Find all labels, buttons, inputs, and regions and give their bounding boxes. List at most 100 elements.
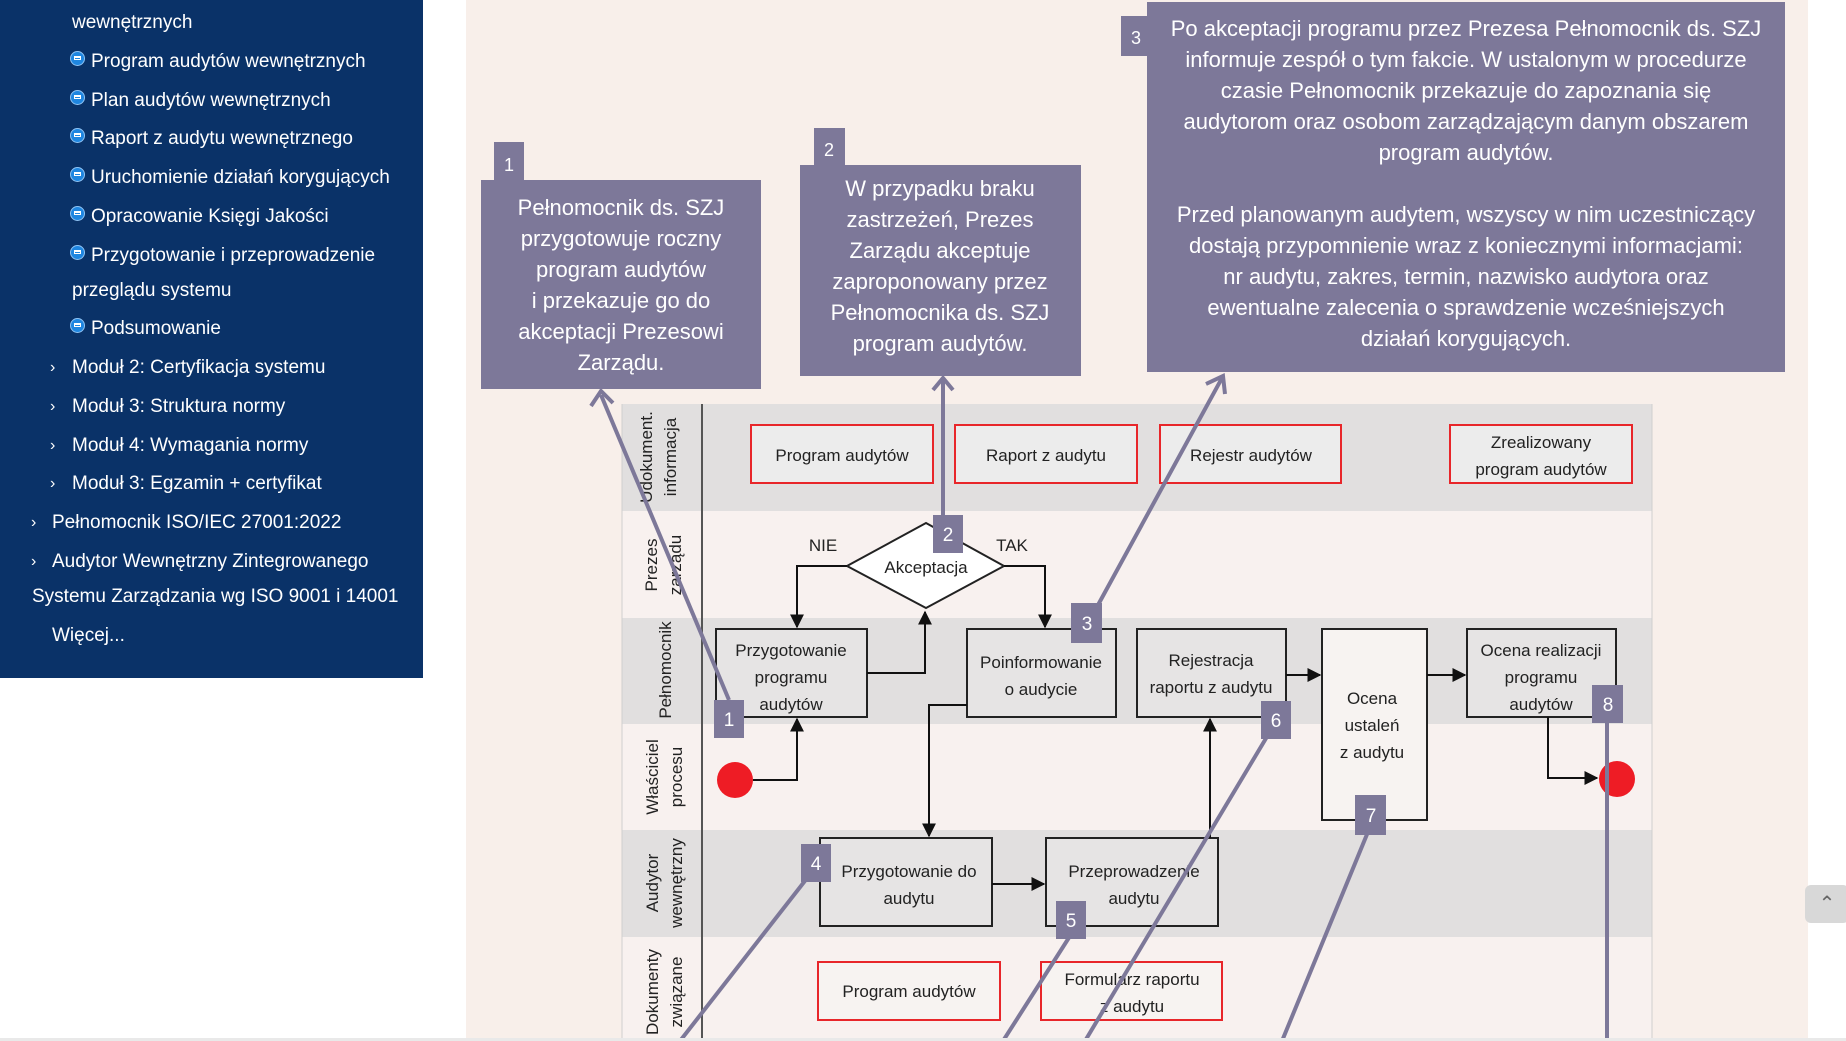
document-label: Program audytów (842, 982, 976, 1001)
sidebar-item-label: Moduł 3: Struktura normy (72, 396, 286, 417)
step-marker-number: 1 (724, 710, 735, 731)
svg-text:działań korygujących.: działań korygujących. (1361, 326, 1571, 351)
sidebar-lesson-raport[interactable]: Raport z audytu wewnętrznego (70, 128, 353, 150)
step-marker (1261, 701, 1291, 739)
document-box (954, 424, 1138, 484)
sidebar-more-link[interactable]: Więcej... (52, 625, 125, 647)
chevron-right-icon: › (50, 437, 56, 454)
chevron-right-icon: › (31, 514, 37, 531)
sidebar-lesson-plan[interactable]: Plan audytów wewnętrznych (70, 90, 331, 112)
callout-number: 1 (504, 155, 514, 175)
task-label: audytu (883, 889, 934, 908)
document-label: program audytów (1475, 460, 1607, 479)
svg-text:Zarządu akceptuje: Zarządu akceptuje (850, 238, 1031, 263)
lesson-icon (70, 206, 85, 221)
task-label: Rejestracja (1168, 651, 1254, 670)
document-label: z audytu (1100, 997, 1164, 1016)
callout-box-3 (1147, 2, 1785, 372)
callout-text-1: Pełnomocnik ds. SZJ przygotowuje roczny … (518, 195, 725, 375)
step-markers: 1 2 3 4 5 6 7 8 (714, 515, 1623, 939)
decision-gateway: Akceptacja NIE TAK (809, 521, 1029, 610)
svg-text:program audytów: program audytów (536, 257, 706, 282)
task-label: z audytu (1340, 743, 1404, 762)
document-label: Rejestr audytów (1190, 446, 1313, 465)
task-label: Poinformowanie (980, 653, 1102, 672)
lesson-icon (70, 90, 85, 105)
sidebar-item[interactable]: wewnętrznych (72, 12, 192, 34)
scroll-to-top-button[interactable]: ⌃ (1805, 885, 1846, 923)
sidebar-module-3[interactable]: › Moduł 3: Struktura normy (50, 396, 286, 418)
sidebar-item-label: Więcej... (52, 625, 125, 646)
step-marker (801, 844, 831, 882)
sidebar-item-label: Moduł 2: Certyfikacja systemu (72, 357, 326, 378)
chevron-right-icon: › (50, 359, 56, 376)
document-box (1040, 961, 1223, 1021)
sidebar-module-2[interactable]: › Moduł 2: Certyfikacja systemu (50, 357, 326, 379)
chevron-up-icon: ⌃ (1818, 893, 1836, 915)
task-label: audytów (759, 695, 823, 714)
task-box (1321, 628, 1428, 821)
svg-text:audytorom oraz osobom zarządza: audytorom oraz osobom zarządzającym dany… (1184, 109, 1749, 134)
callout-tab-2 (814, 128, 845, 165)
task-box (966, 628, 1117, 718)
lane-bg (622, 724, 1652, 830)
svg-text:nr audytu, zakres, termin, naz: nr audytu, zakres, termin, nazwisko audy… (1223, 264, 1708, 289)
document-label: Raport z audytu (986, 446, 1106, 465)
task-box (819, 837, 993, 927)
sidebar-lesson-podsumowanie[interactable]: Podsumowanie (70, 318, 221, 340)
sidebar-item-label: Przygotowanie i przeprowadzenie (91, 245, 376, 266)
documents-bottom: Program audytów Formularz raportu z audy… (817, 961, 1223, 1021)
sidebar-item-label: Moduł 4: Wymagania normy (72, 435, 309, 456)
lesson-icon (70, 51, 85, 66)
svg-text:dostają przypomnienie wraz z k: dostają przypomnienie wraz z koniecznymi… (1189, 233, 1743, 258)
sidebar-module-4[interactable]: › Moduł 4: Wymagania normy (50, 435, 309, 457)
sidebar-lesson-program[interactable]: Program audytów wewnętrznych (70, 51, 366, 73)
task-label: programu (755, 668, 828, 687)
sidebar-course-audytor[interactable]: ›Audytor Wewnętrzny Zintegrowanego (31, 551, 368, 573)
decision-yes-label: TAK (996, 536, 1028, 555)
svg-text:informuje zespół o tym fakcie.: informuje zespół o tym fakcie. W ustalon… (1185, 47, 1746, 72)
chevron-right-icon: › (31, 553, 37, 570)
step-marker-number: 5 (1066, 911, 1077, 932)
document-box (817, 961, 1001, 1021)
chevron-right-icon: › (50, 398, 56, 415)
task-label: Ocena (1347, 689, 1398, 708)
step-marker-number: 4 (811, 854, 822, 875)
step-marker-number: 6 (1271, 711, 1282, 732)
sidebar-item-label: Opracowanie Księgi Jakości (91, 206, 329, 227)
step-marker-number: 8 (1603, 695, 1614, 716)
task-label: Przygotowanie do (841, 862, 976, 881)
callout-text-3: Po akceptacji programu przez Prezesa Peł… (1171, 16, 1762, 351)
task-label: o audycie (1005, 680, 1078, 699)
callout-pointers (589, 372, 1609, 1041)
lane-bg (622, 511, 1652, 618)
sidebar-item-label: Pełnomocnik ISO/IEC 27001:2022 (52, 512, 342, 533)
lesson-icon (70, 128, 85, 143)
task-label: Przeprowadzenie (1068, 862, 1199, 881)
sidebar-module-exam[interactable]: ›Moduł 3: Egzamin + certyfikat (50, 473, 322, 495)
sidebar-lesson-dzialania[interactable]: Uruchomienie działań korygujących (70, 167, 390, 189)
step-marker (1592, 685, 1623, 723)
sidebar-lesson-przeglad[interactable]: Przygotowanie i przeprowadzenie (70, 245, 376, 267)
lesson-icon (70, 245, 85, 260)
sidebar-course-27001[interactable]: › Pełnomocnik ISO/IEC 27001:2022 (31, 512, 342, 534)
sidebar-lesson-ksiega[interactable]: Opracowanie Księgi Jakości (70, 206, 329, 228)
sidebar-item-label: Moduł 3: Egzamin + certyfikat (72, 473, 322, 494)
step-marker-number: 3 (1082, 614, 1093, 635)
sidebar-item-label: Podsumowanie (91, 318, 221, 339)
svg-text:akceptacji Prezesowi: akceptacji Prezesowi (518, 319, 723, 344)
sidebar-item[interactable]: Systemu Zarządzania wg ISO 9001 i 14001 (32, 586, 398, 608)
svg-text:Pełnomocnik ds. SZJ: Pełnomocnik ds. SZJ (518, 195, 725, 220)
sidebar-item[interactable]: przeglądu systemu (72, 280, 231, 302)
page-bottom-edge (0, 1038, 1846, 1041)
svg-text:program audytów.: program audytów. (853, 331, 1028, 356)
documents-top: Program audytów Raport z audytu Rejestr … (750, 424, 1633, 484)
flow-connectors (753, 565, 1599, 891)
document-label: Formularz raportu (1064, 970, 1199, 989)
sidebar-item-label: Systemu Zarządzania wg ISO 9001 i 14001 (32, 586, 399, 607)
svg-text:ewentualne zalecenia o sprawdz: ewentualne zalecenia o sprawdzenie wcześ… (1207, 295, 1724, 320)
lesson-icon (70, 318, 85, 333)
task-label: programu (1505, 668, 1578, 687)
